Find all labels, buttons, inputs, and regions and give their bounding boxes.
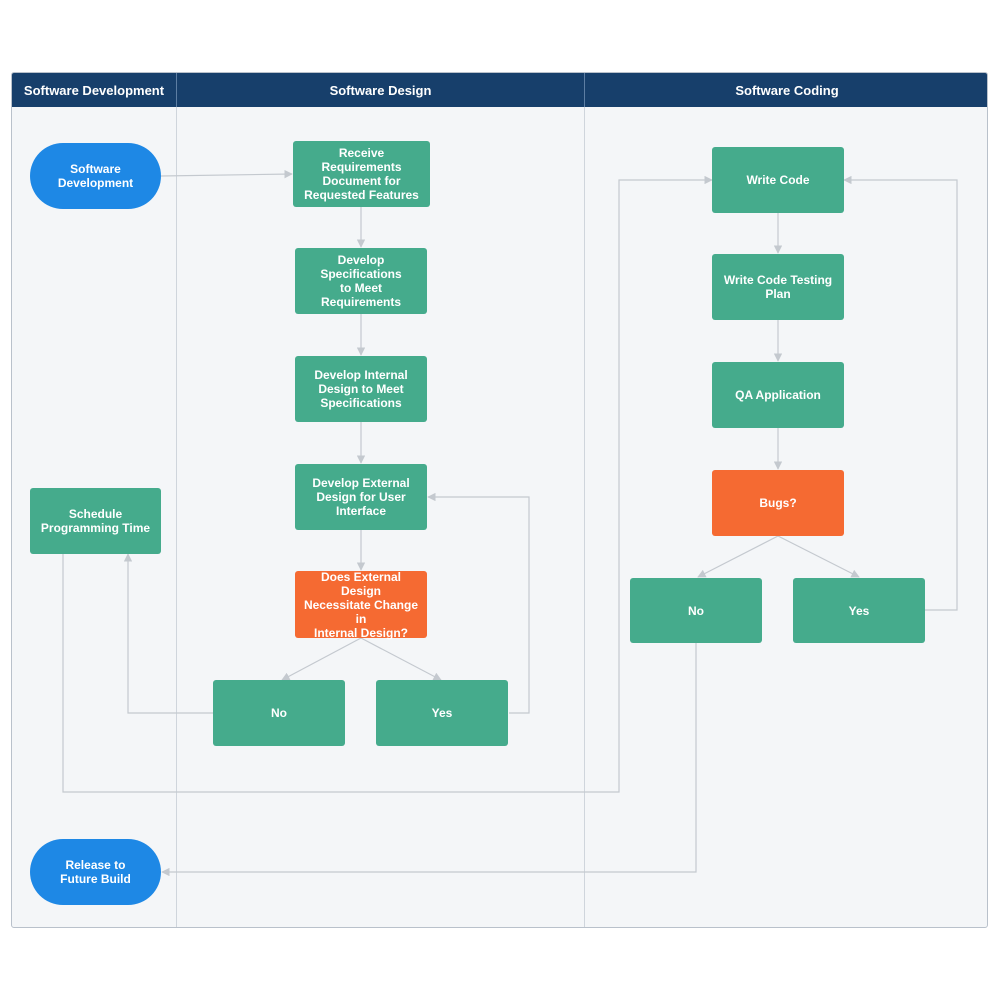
connector-layer	[62, 169, 958, 877]
node-release-to-future-build[interactable]: Release to Future Build	[30, 839, 161, 905]
node-schedule-programming-time[interactable]: Schedule Programming Time	[30, 488, 161, 554]
node-write-code[interactable]: Write Code	[712, 147, 844, 213]
lane-divider	[176, 73, 177, 927]
connector-start-to-receive	[160, 169, 293, 179]
node-develop-specifications[interactable]: Develop Specifications to Meet Requireme…	[295, 248, 427, 314]
node-design-yes[interactable]: Yes	[376, 680, 508, 746]
connector-decision-to-yes	[360, 637, 442, 681]
node-design-no[interactable]: No	[213, 680, 345, 746]
lane-header-software-design: Software Design	[177, 73, 584, 107]
node-design-decision[interactable]: Does External Design Necessitate Change …	[295, 570, 427, 640]
connector-schedule-to-writecode	[62, 175, 713, 793]
header-divider	[176, 73, 177, 107]
swimlane-diagram: Software Development Software Design Sof…	[11, 72, 988, 928]
connector-yes-to-writecode	[843, 175, 958, 611]
lane-header-software-development: Software Development	[12, 73, 176, 107]
node-develop-external-design[interactable]: Develop External Design for User Interfa…	[295, 464, 427, 530]
node-receive-requirements[interactable]: Receive Requirements Document for Reques…	[293, 141, 430, 207]
connector-no-to-release	[161, 643, 697, 877]
connector-bugs-to-yes	[777, 535, 860, 578]
lane-divider	[584, 73, 585, 927]
connector-decision-to-no	[281, 637, 362, 681]
node-bugs-decision[interactable]: Bugs?	[712, 470, 844, 536]
node-software-development-start[interactable]: Software Development	[30, 143, 161, 209]
node-code-no[interactable]: No	[630, 578, 762, 643]
connector-yes-to-external	[427, 492, 530, 714]
lane-header-software-coding: Software Coding	[585, 73, 987, 107]
node-develop-internal-design[interactable]: Develop Internal Design to Meet Specific…	[295, 356, 427, 422]
connector-no-to-schedule	[123, 553, 214, 714]
connector-bugs-to-no	[697, 535, 779, 578]
node-qa-application[interactable]: QA Application	[712, 362, 844, 428]
node-write-code-testing-plan[interactable]: Write Code Testing Plan	[712, 254, 844, 320]
node-code-yes[interactable]: Yes	[793, 578, 925, 643]
header-divider	[584, 73, 585, 107]
